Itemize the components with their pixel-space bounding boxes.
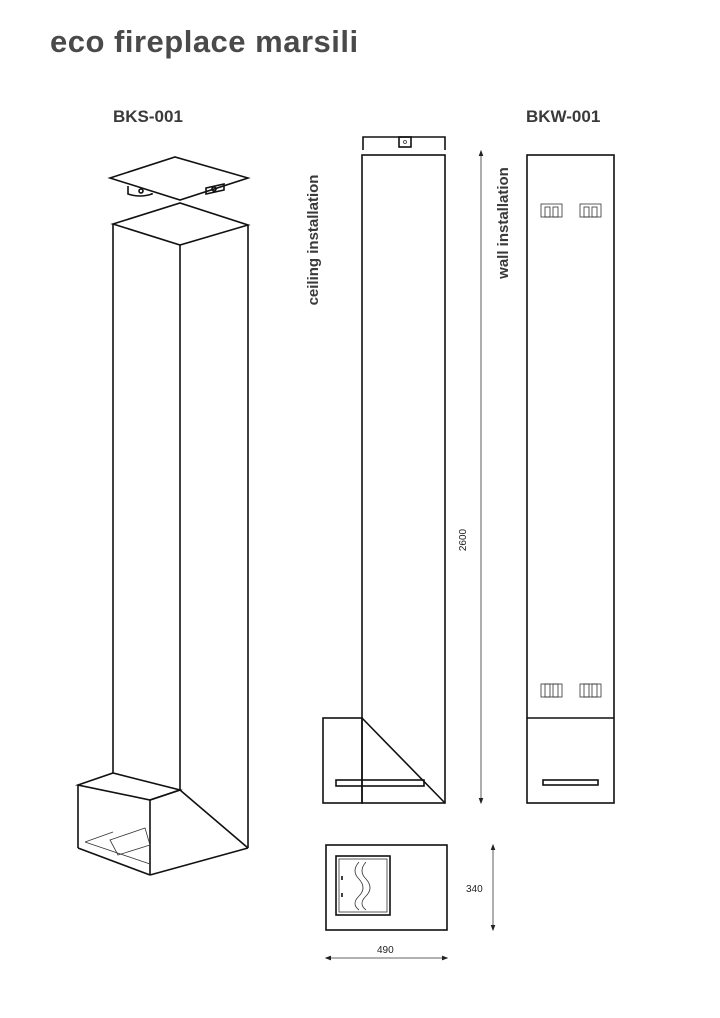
height-dimension: 2600 <box>458 528 469 551</box>
plate-bracket <box>127 186 153 197</box>
isometric-view <box>74 156 251 876</box>
screw-hole <box>403 140 407 144</box>
bracket-slot <box>591 206 598 218</box>
burner-recess-inner <box>338 858 388 913</box>
wall-brackets <box>540 203 602 698</box>
width-dimension: 490 <box>377 945 394 956</box>
base-opening <box>84 831 114 843</box>
bracket-slot <box>552 683 559 698</box>
base-edge <box>77 847 151 876</box>
base-edge <box>149 847 249 876</box>
plan-view <box>325 844 448 931</box>
plate-bracket <box>205 183 225 195</box>
flame-insert <box>354 861 371 911</box>
base-box <box>322 717 363 804</box>
bracket-slot <box>544 206 551 218</box>
model-label-bkw: BKW-001 <box>526 107 600 126</box>
front-view-wall <box>526 154 615 804</box>
screw-hole <box>138 188 144 194</box>
page-title: eco fireplace marsili <box>50 24 359 59</box>
burner <box>109 827 151 856</box>
burner-recess <box>335 855 391 916</box>
wall-bracket <box>579 683 602 698</box>
base-top <box>74 772 183 801</box>
depth-dimension: 340 <box>466 884 483 895</box>
base-diagonal <box>179 789 249 849</box>
side-view <box>322 136 446 804</box>
wall-bracket <box>579 203 602 218</box>
base-opening <box>84 841 151 865</box>
bracket-slot <box>544 683 551 698</box>
ceiling-plate <box>107 156 251 201</box>
fuel-slot <box>542 779 599 786</box>
column-body <box>361 154 446 804</box>
wall-bracket <box>540 203 563 218</box>
ceiling-installation-label: ceiling installation <box>305 175 322 306</box>
bracket-slot <box>591 683 598 698</box>
model-label-bks: BKS-001 <box>113 107 183 126</box>
column-body <box>526 154 615 804</box>
plan-outline <box>325 844 448 931</box>
fuel-slot <box>335 779 425 787</box>
column-top <box>110 202 251 246</box>
bracket-tab <box>398 136 412 148</box>
bracket-slot <box>583 206 590 218</box>
wall-bracket <box>540 683 563 698</box>
bracket-slot <box>583 683 590 698</box>
base-diagonal <box>361 717 446 804</box>
base-edge <box>149 789 181 801</box>
wall-installation-label: wall installation <box>495 167 512 280</box>
bracket-slot <box>552 206 559 218</box>
screw-hole <box>211 186 217 192</box>
